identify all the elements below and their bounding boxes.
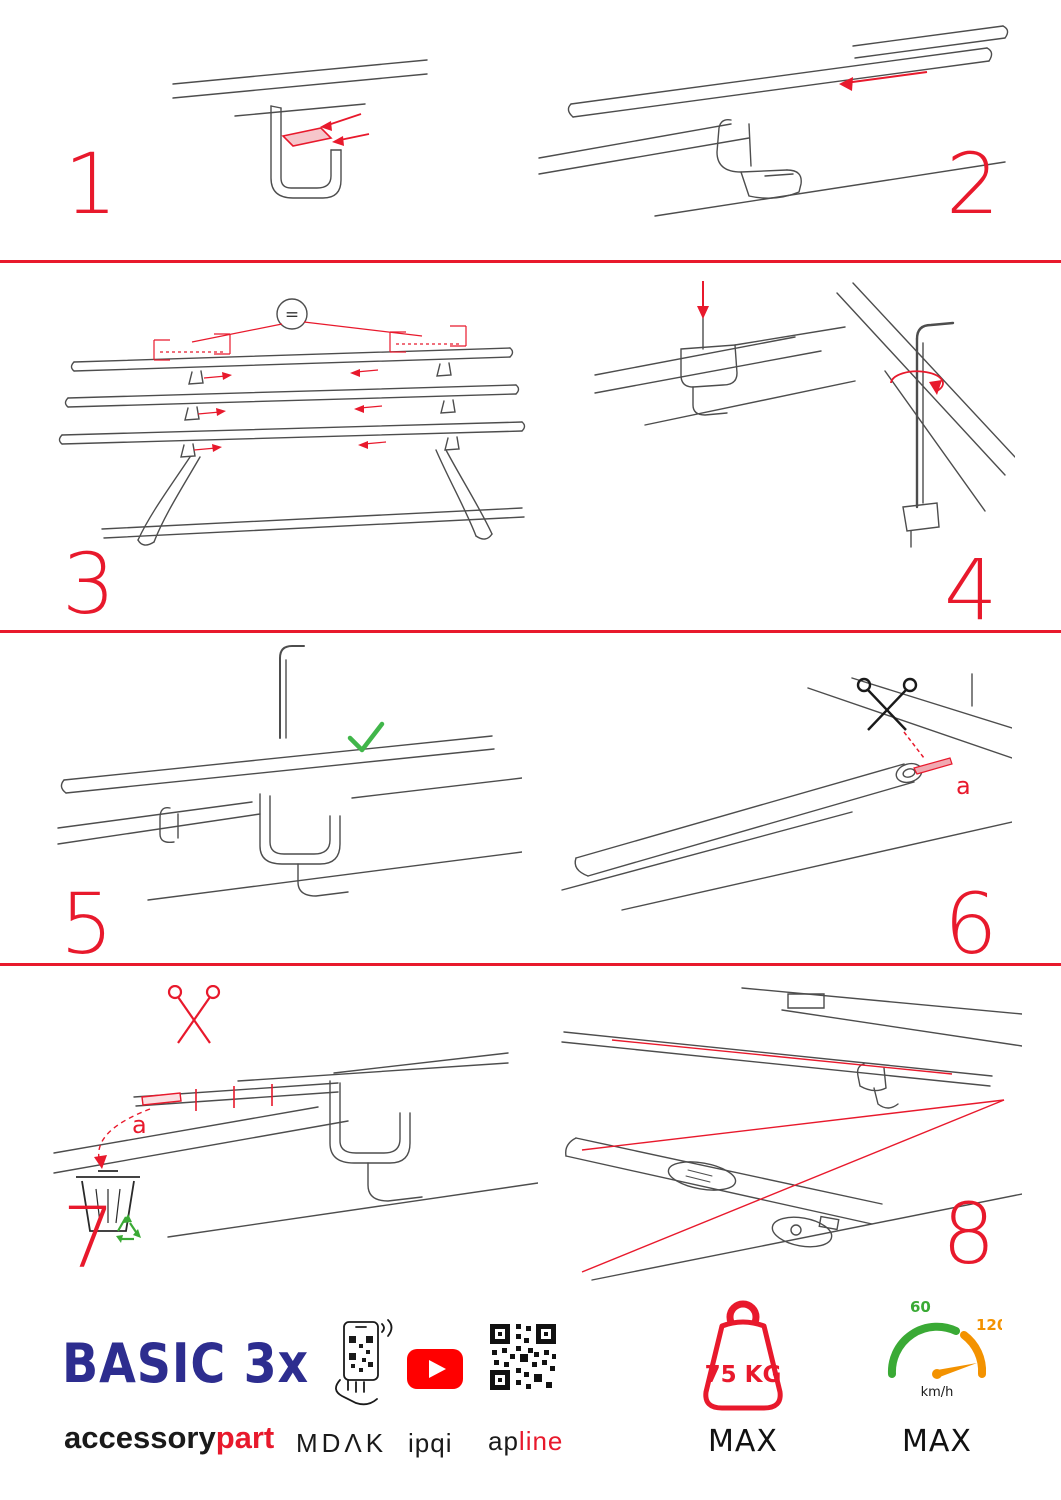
step8-illustration: [561, 987, 1022, 1281]
cut-label: a: [956, 772, 971, 800]
equal-spacing-badge: [276, 298, 308, 330]
trash-icon: [76, 1170, 140, 1232]
step-number-4: 4: [944, 541, 998, 639]
step-number-1: 1: [64, 135, 118, 233]
recycle-icon: [116, 1214, 141, 1243]
section-divider: [0, 630, 1061, 633]
cut-line: [903, 731, 925, 759]
step-number-3: 3: [62, 535, 116, 633]
scissors-icon: [856, 677, 918, 731]
partner-ipqi: ipqi: [408, 1428, 453, 1458]
equal-symbol: =: [285, 305, 299, 325]
alignment-lines: [581, 1039, 1005, 1273]
section-divider: [0, 963, 1061, 966]
step-number-7: 7: [62, 1189, 116, 1287]
step-number-6: 6: [944, 875, 998, 973]
step7-illustration: a: [53, 985, 538, 1243]
step1-illustration: [172, 59, 428, 199]
speedometer-needle: [937, 1363, 977, 1378]
slide-arrow: [839, 71, 928, 91]
brand-subtitle: accessorypart: [64, 1420, 274, 1456]
scissors-icon: [167, 985, 221, 1044]
press-arrow: [697, 281, 709, 319]
brand-subtitle-black: accessory: [64, 1420, 216, 1455]
step5-illustration: [57, 645, 522, 901]
max-weight-icon: 75 KG: [703, 1300, 783, 1411]
weight-value: 75 KG: [705, 1362, 782, 1388]
speed-high-label: 120: [976, 1316, 1002, 1334]
brand-title: BASIC 3x: [62, 1332, 310, 1395]
speed-max-label: MAX: [902, 1424, 972, 1459]
weight-max-label: MAX: [708, 1424, 778, 1459]
insert-plate: [281, 113, 370, 147]
qr-code-icon: [488, 1322, 558, 1392]
brand-logo: BASIC 3x: [62, 1332, 343, 1395]
brand-subtitle-red: part: [215, 1420, 275, 1455]
speedometer-icon: 60 120 km/h: [887, 1298, 1002, 1400]
partner-apline-red: line: [518, 1426, 564, 1456]
cut-label: a: [132, 1111, 147, 1139]
partner-apline: apline: [488, 1426, 563, 1457]
step-number-2: 2: [946, 135, 1000, 233]
speed-low-label: 60: [910, 1298, 931, 1316]
cut-marks: [98, 1084, 273, 1164]
speed-unit-label: km/h: [921, 1385, 954, 1400]
step6-illustration: a: [561, 673, 1012, 911]
phone-qr-icon: [335, 1319, 393, 1406]
step3-illustration: =: [58, 298, 526, 546]
youtube-icon: [407, 1349, 463, 1389]
partner-mdak: MDΛK: [296, 1428, 388, 1458]
slide-arrowheads: [212, 369, 368, 452]
step-number-8: 8: [942, 1185, 996, 1283]
rotate-arrow: [890, 370, 944, 395]
rubber-strip-end: [913, 757, 953, 775]
step4-illustration: [594, 281, 1015, 548]
section-divider: [0, 260, 1061, 263]
step-number-5: 5: [60, 875, 114, 973]
check-icon: [347, 721, 385, 753]
partner-apline-black: ap: [488, 1426, 519, 1456]
step2-illustration: [538, 25, 1009, 217]
discard-arrowhead: [94, 1155, 107, 1169]
